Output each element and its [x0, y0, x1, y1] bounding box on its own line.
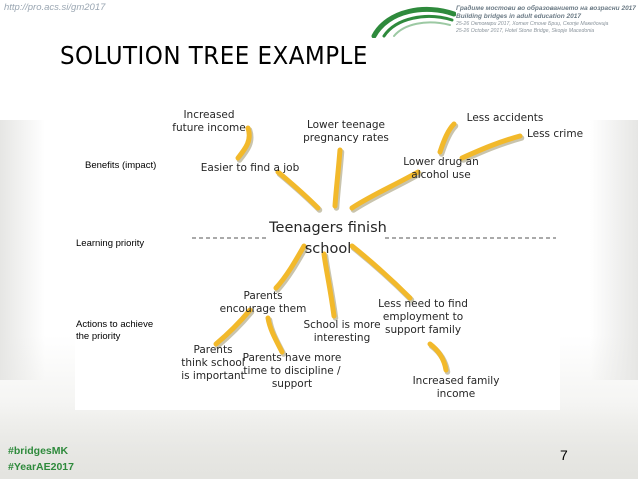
node-less-need-job-line2: employment to	[383, 311, 463, 323]
node-increased-family-income-line1: Increased family	[413, 375, 500, 387]
node-less-need-job-line3: support family	[385, 324, 461, 336]
node-less-crime-line1: Less crime	[527, 128, 583, 140]
node-less-accidents: Less accidents	[467, 112, 544, 124]
background-fade-left	[0, 120, 45, 380]
page-title: SOLUTION TREE EXAMPLE	[60, 41, 368, 70]
conference-date-mk: 25-26 Октомври 2017, Хотел Стоне Бриџ, С…	[456, 21, 609, 27]
node-lower-drug-line2: alcohol use	[411, 169, 470, 181]
node-parents-encourage-line2: encourage them	[220, 303, 307, 315]
node-parents-think-line1: Parents	[193, 344, 232, 356]
node-increased-future-income-line1: Increased	[183, 109, 234, 121]
branch-encourage-to-think	[213, 307, 253, 347]
node-parents-time-line1: Parents have more	[243, 352, 342, 364]
node-less-crime: Less crime	[527, 128, 583, 140]
conference-title-en: Building bridges in adult education 2017	[456, 13, 581, 20]
node-increased-family-income: Increased family income	[413, 375, 500, 400]
node-parents-time-line3: support	[272, 378, 312, 390]
conference-logo	[371, 6, 456, 38]
branch-center-to-less-need	[349, 243, 413, 301]
node-easier-job: Easier to find a job	[201, 162, 300, 174]
branches	[213, 121, 525, 375]
node-school-interesting-line1: School is more	[303, 319, 380, 331]
label-actions-line1: Actions to achieve	[76, 319, 154, 330]
node-less-need-job: Less need to find employment to support …	[378, 298, 468, 336]
branch-center-to-easier-job	[275, 169, 321, 211]
conference-date-en: 25-26 October 2017, Hotel Stone Bridge, …	[456, 28, 595, 34]
node-parents-think: Parents think school is important	[181, 344, 245, 382]
branch-center-to-drug	[349, 169, 421, 211]
node-increased-family-income-line2: income	[437, 388, 475, 400]
branch-center-to-encourage	[273, 243, 307, 291]
node-school-interesting-line2: interesting	[314, 332, 371, 344]
node-lower-drug: Lower drug an alcohol use	[403, 156, 479, 181]
label-actions-line2: the priority	[76, 331, 121, 342]
background-fade-right	[590, 120, 638, 380]
node-center-line2: school	[305, 241, 352, 257]
node-parents-think-line2: think school	[181, 357, 244, 369]
page-number: 7	[560, 447, 568, 463]
branch-center-to-interesting	[321, 251, 337, 319]
node-easier-job-line1: Easier to find a job	[201, 162, 300, 174]
label-learning-priority: Learning priority	[76, 238, 145, 249]
node-center-line1: Teenagers finish	[268, 220, 387, 236]
node-lower-pregnancy: Lower teenage pregnancy rates	[303, 119, 389, 144]
hashtag-year: #YearAE2017	[8, 461, 74, 473]
node-increased-future-income: Increased future income	[172, 109, 245, 134]
node-parents-encourage-line1: Parents	[243, 290, 282, 302]
node-lower-drug-line1: Lower drug an	[403, 156, 479, 168]
branch-center-to-pregnancy	[332, 147, 343, 209]
node-parents-time-line2: time to discipline /	[243, 365, 341, 377]
node-lower-pregnancy-line1: Lower teenage	[307, 119, 385, 131]
node-less-accidents-line1: Less accidents	[467, 112, 544, 124]
solution-tree-panel	[75, 92, 560, 410]
node-parents-time: Parents have more time to discipline / s…	[243, 352, 342, 390]
hashtag-bridges: #bridgesMK	[8, 445, 69, 457]
conference-title-mk: Градиме мостови во образованието на возр…	[456, 5, 636, 12]
branch-drug-to-accidents	[437, 121, 457, 155]
label-actions: Actions to achieve the priority	[76, 319, 153, 343]
node-parents-think-line3: is important	[181, 370, 245, 382]
node-school-interesting: School is more interesting	[303, 319, 380, 344]
node-lower-pregnancy-line2: pregnancy rates	[303, 132, 389, 144]
branch-encourage-to-time	[265, 315, 285, 355]
label-benefits: Benefits (impact)	[85, 160, 157, 171]
node-less-need-job-line1: Less need to find	[378, 298, 468, 310]
node-parents-encourage: Parents encourage them	[220, 290, 307, 315]
branch-drug-to-crime	[459, 133, 523, 161]
header-url[interactable]: http://pro.acs.si/gm2017	[4, 2, 106, 13]
branch-easier-job-to-future-income	[235, 125, 252, 161]
branch-less-need-to-family-income	[427, 341, 449, 373]
node-increased-future-income-line2: future income	[172, 122, 245, 134]
node-center: Teenagers finish school	[268, 220, 387, 257]
background-fade-bottom	[0, 404, 638, 479]
